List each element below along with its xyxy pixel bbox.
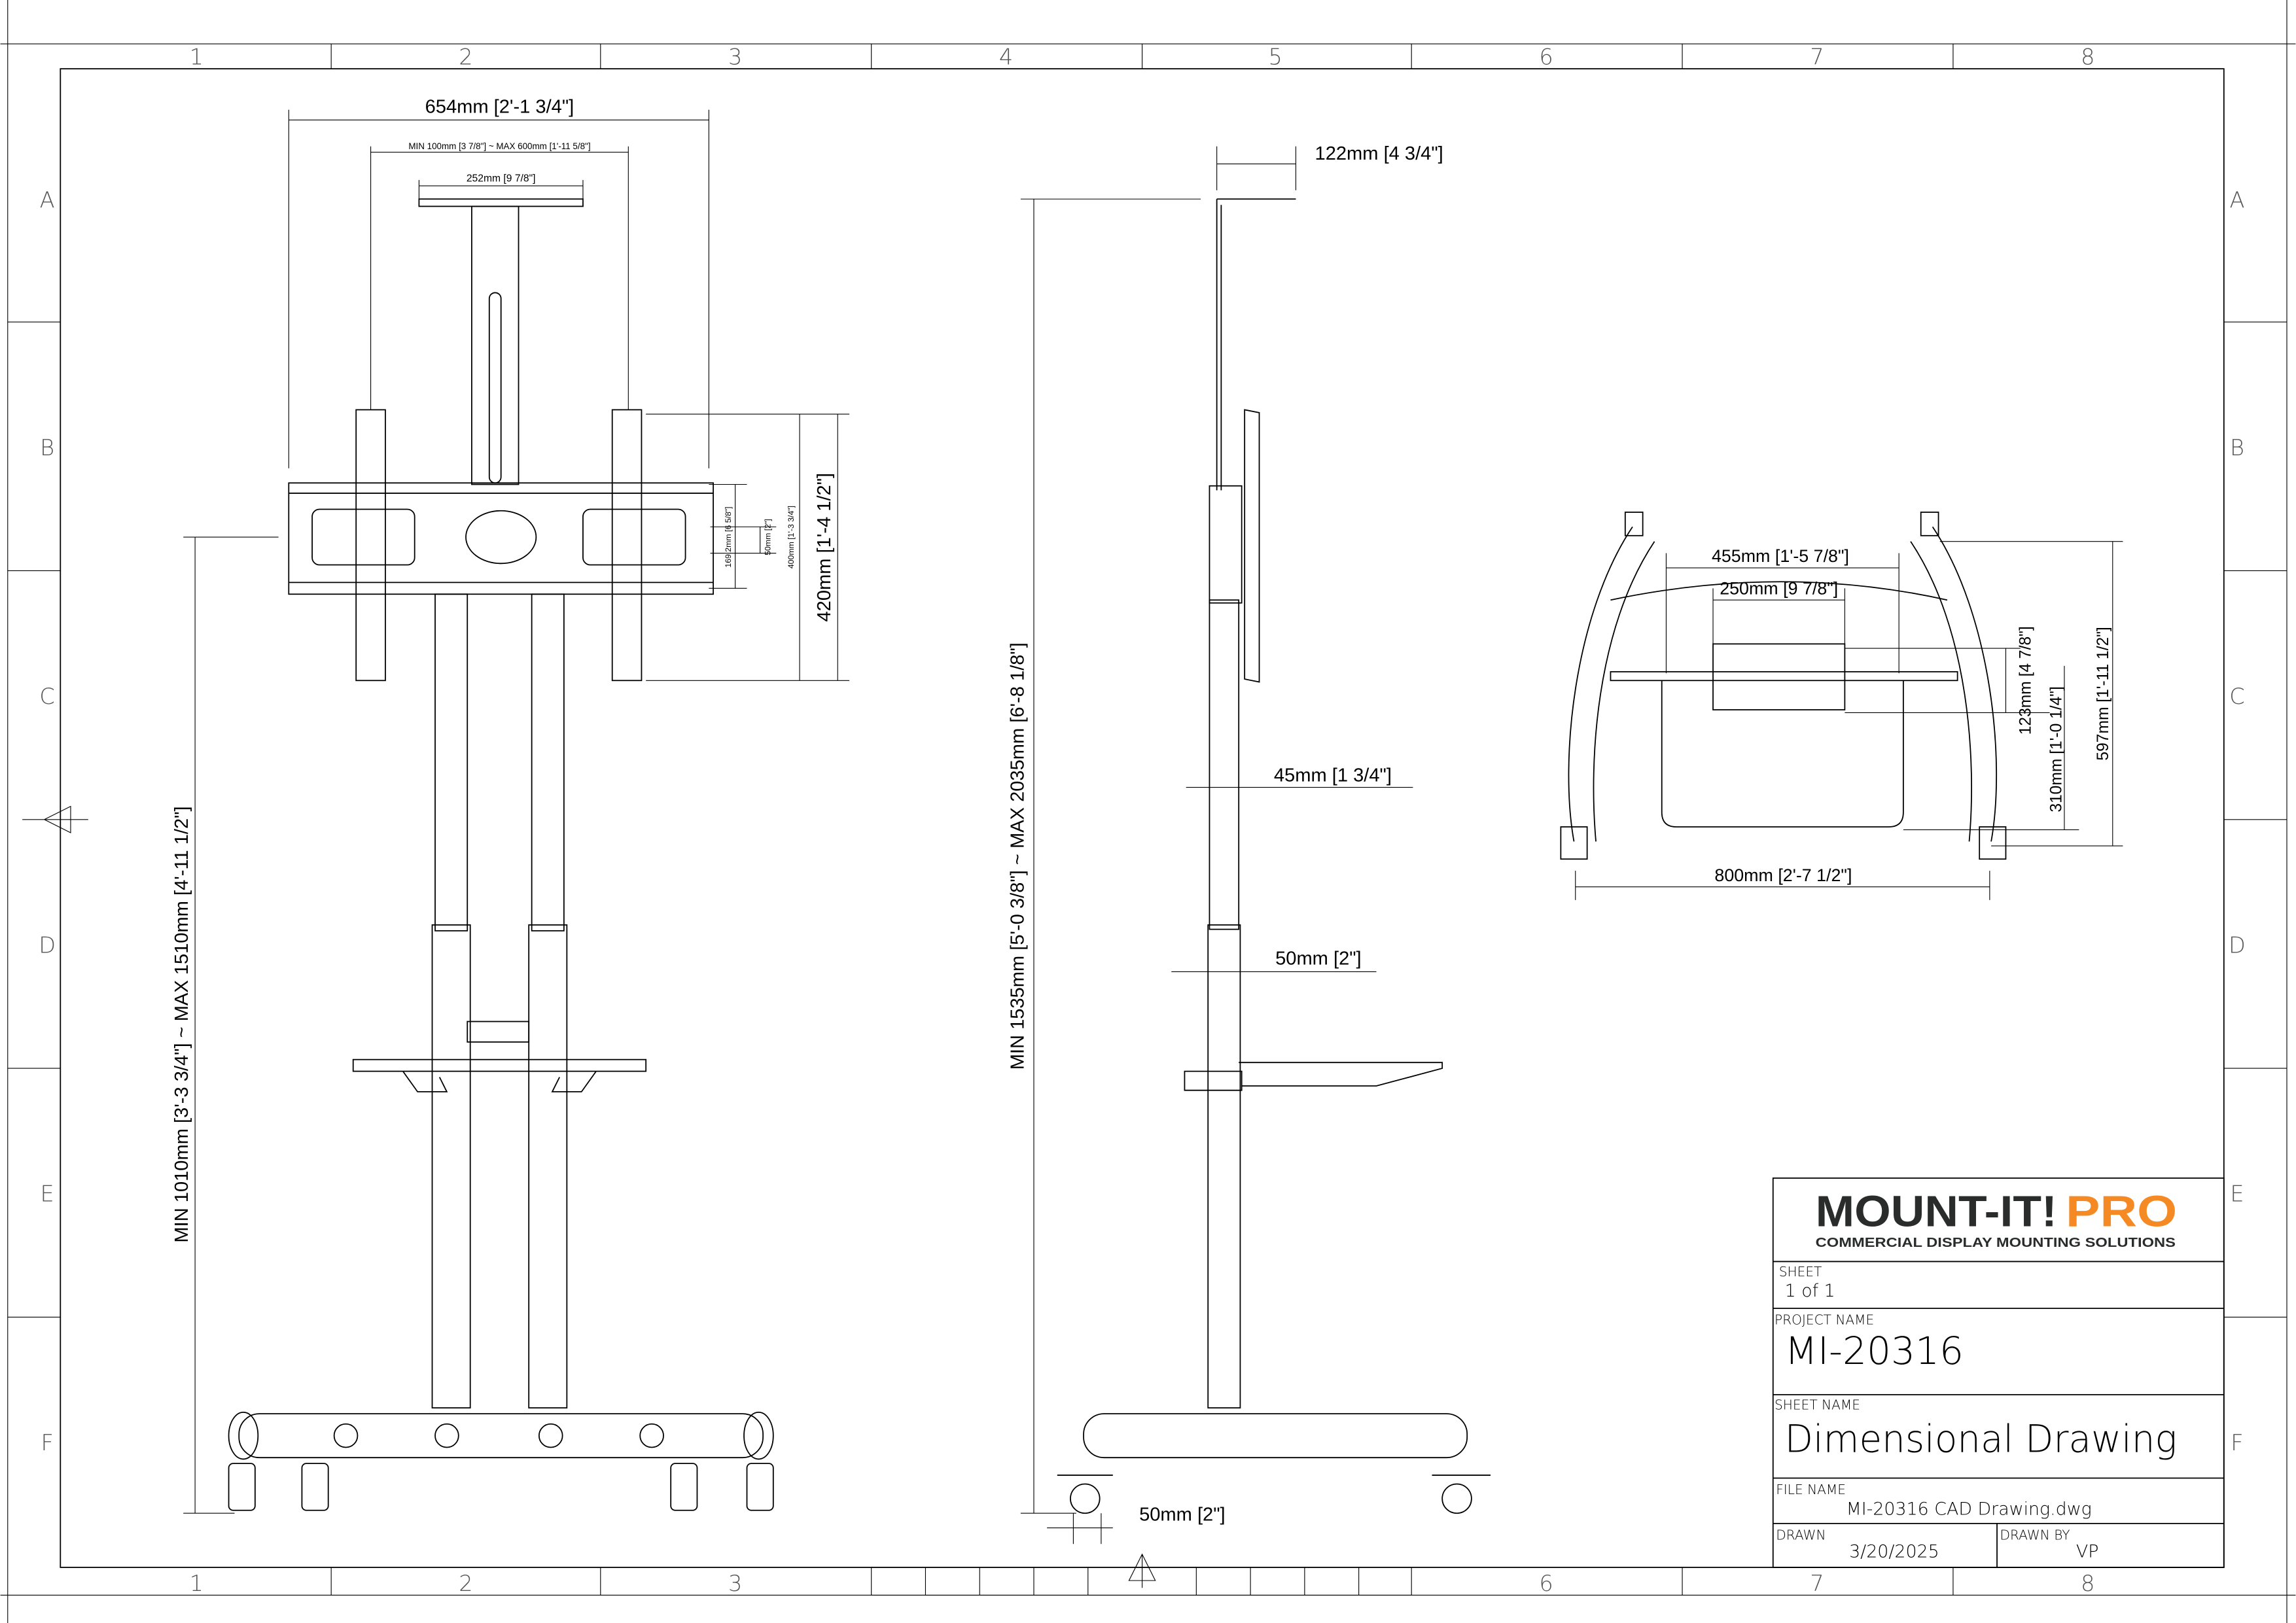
dimension-label: 45mm [1 3/4"]: [1274, 765, 1392, 786]
grid-column-labels: 1 2 3 4 5 6 7 8 1 2 3 6 7 8: [190, 44, 2095, 1596]
column-label: 3: [728, 1571, 742, 1596]
project-name-value: MI-20316: [1785, 1329, 1964, 1373]
column-label: 8: [2081, 44, 2094, 69]
row-label: B: [40, 435, 54, 461]
row-label: E: [2230, 1181, 2244, 1207]
dimension-label: 50mm [2"]: [763, 519, 772, 555]
row-label: C: [2229, 684, 2244, 709]
column-label: 2: [459, 1571, 472, 1596]
top-view: 455mm [1'-5 7/8"] 250mm [9 7/8"] 123mm […: [1560, 512, 2123, 900]
dimension-label: 654mm [2'-1 3/4"]: [425, 96, 574, 117]
dimension-label: 800mm [2'-7 1/2"]: [1714, 865, 1852, 885]
dimension-label: MIN 100mm [3 7/8"] ~ MAX 600mm [1'-11 5/…: [408, 141, 590, 151]
top-view-stand: [1560, 512, 2007, 860]
project-name-label: PROJECT NAME: [1775, 1312, 1874, 1328]
row-label: D: [2229, 932, 2246, 958]
column-label: 7: [1810, 44, 1824, 69]
grid-row-labels: A B C D E F A B C D E F: [39, 188, 2246, 1456]
brand-logo: MOUNT-IT! PRO COMMERCIAL DISPLAY MOUNTIN…: [1816, 1187, 2178, 1250]
sheet-value: 1 of 1: [1785, 1281, 1835, 1301]
row-label: B: [2230, 435, 2244, 461]
dimension-label: 50mm [2"]: [1139, 1504, 1226, 1525]
drawn-by-value: VP: [2076, 1541, 2099, 1562]
column-label: 3: [728, 44, 742, 69]
row-label: A: [40, 188, 55, 213]
row-label: E: [41, 1181, 54, 1207]
dimension-label: 169.2mm [6 5/8"]: [724, 506, 733, 567]
dimension-label: 420mm [1'-4 1/2"]: [814, 473, 835, 622]
sheet-name-label: SHEET NAME: [1775, 1397, 1860, 1412]
column-label: 7: [1810, 1571, 1824, 1596]
column-label: 2: [459, 44, 472, 69]
svg-text:MOUNT-IT!: MOUNT-IT!: [1816, 1187, 2057, 1236]
row-label: D: [39, 932, 56, 958]
row-label: A: [2229, 188, 2244, 213]
row-label: F: [41, 1430, 54, 1456]
svg-text:PRO: PRO: [2066, 1187, 2177, 1236]
drawn-by-label: DRAWN BY: [2000, 1527, 2070, 1543]
side-view: 122mm [4 3/4"] MIN 1535mm [5'-0 3/8"] ~ …: [1007, 143, 1491, 1544]
column-label: 6: [1539, 1571, 1553, 1596]
drawn-label: DRAWN: [1776, 1527, 1826, 1543]
svg-text:COMMERCIAL DISPLAY MOUNTING SO: COMMERCIAL DISPLAY MOUNTING SOLUTIONS: [1816, 1236, 2176, 1250]
front-view-stand: [228, 198, 774, 1511]
column-label: 1: [190, 1571, 203, 1596]
file-name-label: FILE NAME: [1776, 1482, 1846, 1497]
dimension-label: MIN 1535mm [5'-0 3/8"] ~ MAX 2035mm [6'-…: [1007, 642, 1028, 1070]
dimension-label: 122mm [4 3/4"]: [1315, 143, 1443, 164]
drawn-value: 3/20/2025: [1849, 1541, 1939, 1562]
sheet-label: SHEET: [1779, 1264, 1822, 1280]
dimension-label: 455mm [1'-5 7/8"]: [1712, 546, 1849, 566]
title-block: MOUNT-IT! PRO COMMERCIAL DISPLAY MOUNTIN…: [1772, 1178, 2225, 1568]
sheet-name-value: Dimensional Drawing: [1785, 1416, 2178, 1461]
top-view-dimension-lines: [1575, 541, 2123, 900]
dimension-label: 400mm [1'-3 3/4"]: [786, 506, 796, 568]
dimension-label: 50mm [2"]: [1275, 948, 1362, 969]
row-label: F: [2231, 1430, 2243, 1456]
dimension-label: 250mm [9 7/8"]: [1720, 578, 1838, 598]
column-label: 6: [1539, 44, 1553, 69]
column-label: 5: [1268, 44, 1282, 69]
side-view-dimension-lines: [1020, 146, 1413, 1544]
column-label: 1: [190, 44, 203, 69]
dimension-label: 123mm [4 7/8"]: [2017, 626, 2035, 735]
row-label: C: [39, 684, 54, 709]
dimension-label: 252mm [9 7/8"]: [467, 173, 536, 184]
file-name-value: MI-20316 CAD Drawing.dwg: [1846, 1499, 2092, 1519]
side-view-stand: [1057, 198, 1491, 1514]
front-view-dimension-lines: [183, 109, 850, 1514]
dimension-label: 310mm [1'-0 1/4"]: [2047, 686, 2065, 812]
column-label: 4: [999, 44, 1013, 69]
column-label: 8: [2081, 1571, 2094, 1596]
dimension-label: MIN 1010mm [3'-3 3/4"] ~ MAX 1510mm [4'-…: [171, 806, 192, 1242]
dimension-label: 597mm [1'-11 1/2"]: [2094, 627, 2112, 760]
front-view: 654mm [2'-1 3/4"] MIN 100mm [3 7/8"] ~ M…: [171, 96, 850, 1514]
